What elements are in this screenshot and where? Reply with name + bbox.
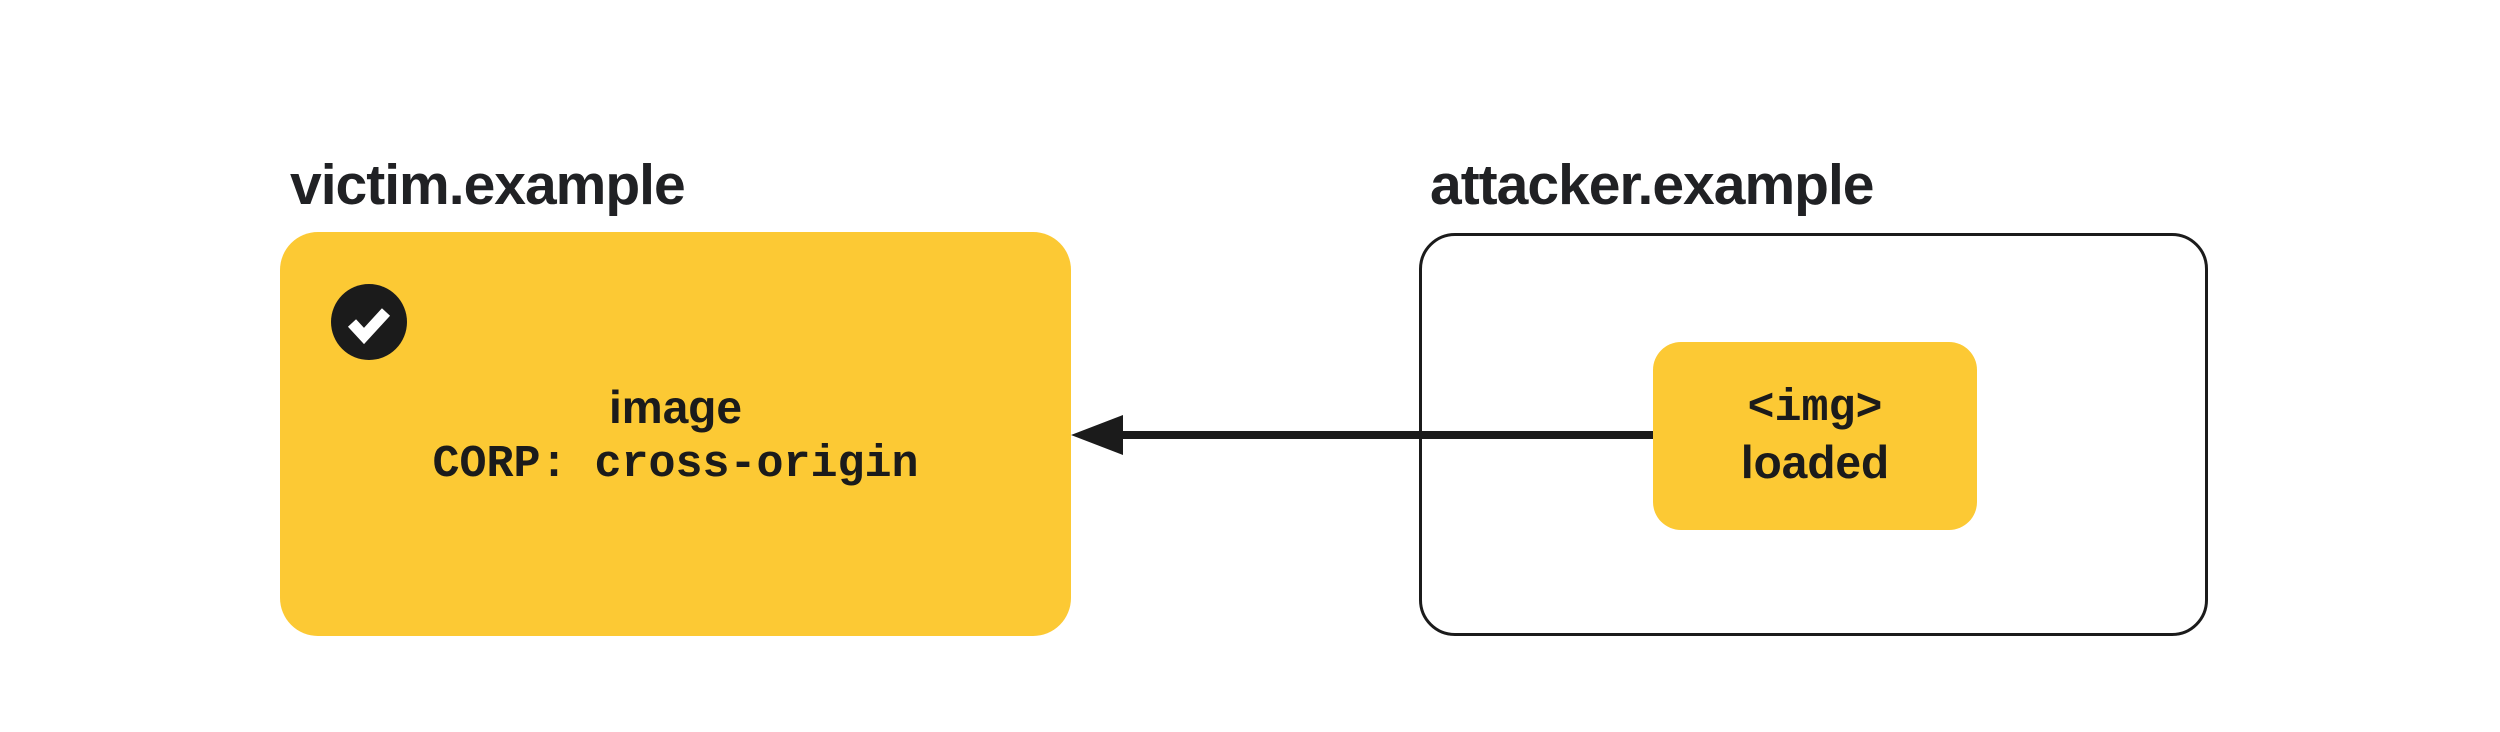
victim-domain-title: victim.example bbox=[290, 153, 686, 217]
attacker-domain-title: attacker.example bbox=[1430, 153, 1874, 217]
victim-corp-header-label: CORP: cross-origin bbox=[432, 439, 919, 490]
request-arrow-head-icon bbox=[1071, 415, 1123, 455]
request-arrow-line bbox=[1115, 431, 1653, 439]
checkmark-icon bbox=[331, 284, 407, 360]
img-loaded-label: loaded bbox=[1740, 436, 1890, 488]
victim-resource-box: image CORP: cross-origin bbox=[280, 232, 1071, 636]
img-tag-label: <img> bbox=[1747, 383, 1883, 434]
victim-resource-label: image bbox=[609, 381, 742, 433]
attacker-page-box: <img> loaded bbox=[1419, 233, 2208, 636]
img-loaded-box: <img> loaded bbox=[1653, 342, 1977, 530]
victim-box-label: image CORP: cross-origin bbox=[280, 378, 1071, 494]
